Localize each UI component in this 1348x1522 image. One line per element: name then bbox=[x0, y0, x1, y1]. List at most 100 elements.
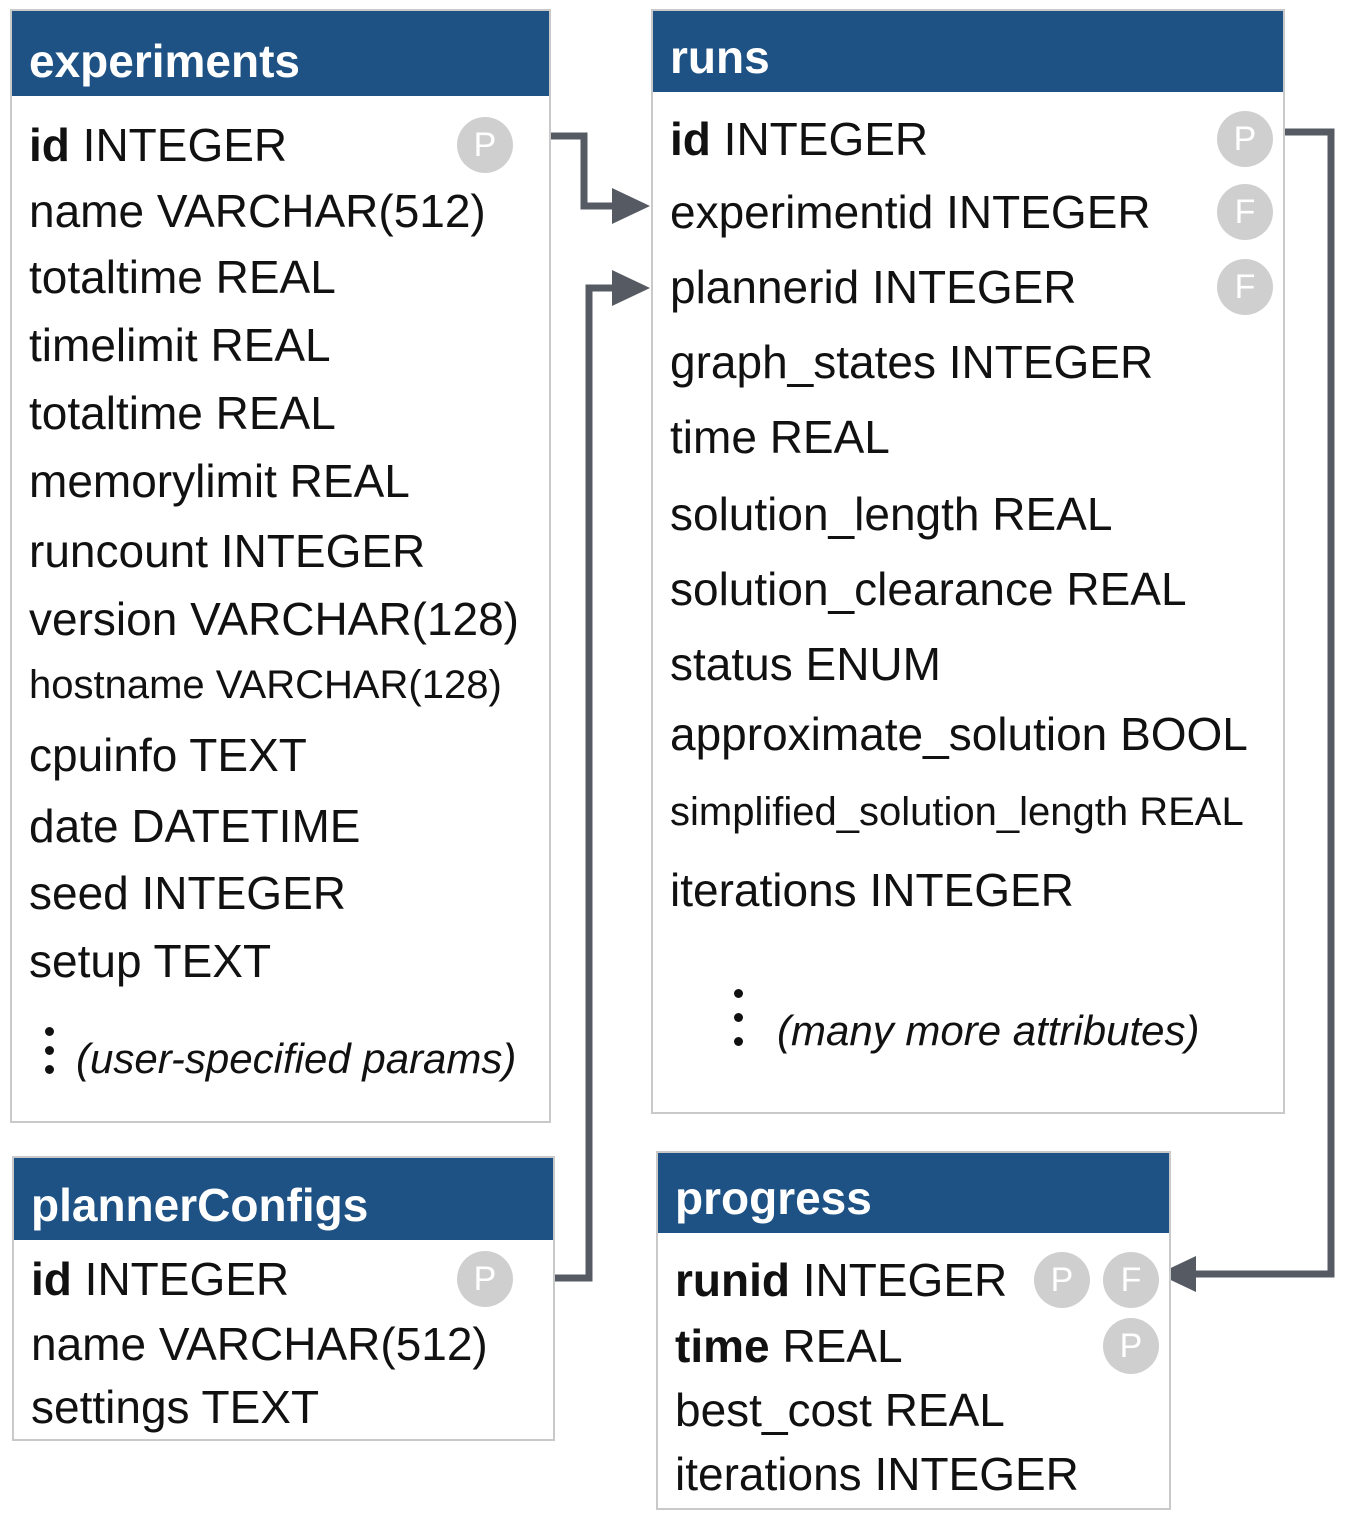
field-name: solution_clearance bbox=[670, 563, 1054, 615]
field-row-settings: settings TEXT bbox=[31, 1384, 319, 1430]
field-name: settings bbox=[31, 1381, 190, 1433]
field-type: ENUM bbox=[805, 638, 941, 690]
field-name: hostname bbox=[29, 663, 205, 707]
field-name: name bbox=[29, 185, 145, 237]
field-type: REAL bbox=[884, 1384, 1005, 1436]
field-type: VARCHAR(128) bbox=[190, 593, 519, 645]
ellipsis-dots bbox=[734, 989, 744, 1049]
field-type: REAL bbox=[1066, 563, 1187, 615]
field-name: id bbox=[670, 113, 711, 165]
field-row-totaltime: totaltime REAL bbox=[29, 390, 336, 436]
field-type: REAL bbox=[769, 411, 890, 463]
field-row-runid: runid INTEGER bbox=[675, 1257, 1007, 1303]
field-name: id bbox=[29, 119, 70, 171]
field-row-date: date DATETIME bbox=[29, 803, 360, 849]
field-name: plannerid bbox=[670, 261, 860, 313]
field-row-solution-clearance: solution_clearance REAL bbox=[670, 566, 1187, 612]
more-attributes-note: (user-specified params) bbox=[76, 1035, 517, 1082]
field-type: INTEGER bbox=[948, 336, 1154, 388]
field-row-time: time REAL bbox=[675, 1323, 903, 1369]
primary-key-badge-icon: P bbox=[1034, 1252, 1090, 1308]
field-name: iterations bbox=[670, 864, 857, 916]
field-name: timelimit bbox=[29, 319, 198, 371]
field-row-hostname: hostname VARCHAR(128) bbox=[29, 665, 502, 705]
field-row-seed: seed INTEGER bbox=[29, 870, 346, 916]
foreign-key-badge-icon: F bbox=[1103, 1252, 1159, 1308]
field-type: INTEGER bbox=[874, 1448, 1079, 1500]
field-type: REAL bbox=[992, 488, 1113, 540]
field-row-name: name VARCHAR(512) bbox=[29, 188, 486, 234]
field-row-totaltime: totaltime REAL bbox=[29, 254, 336, 300]
field-row-solution-length: solution_length REAL bbox=[670, 491, 1112, 537]
field-row-timelimit: timelimit REAL bbox=[29, 322, 331, 368]
field-type: INTEGER bbox=[84, 1253, 290, 1305]
field-row-graph-states: graph_states INTEGER bbox=[670, 339, 1153, 385]
primary-key-badge-icon: P bbox=[1103, 1318, 1159, 1374]
field-row-plannerid: plannerid INTEGER bbox=[670, 264, 1077, 310]
field-type: INTEGER bbox=[946, 186, 1151, 238]
field-type: INTEGER bbox=[802, 1254, 1008, 1306]
table-title: plannerConfigs bbox=[14, 1158, 553, 1240]
field-row-id: id INTEGER bbox=[29, 122, 287, 168]
field-type: INTEGER bbox=[872, 261, 1077, 313]
field-row-setup: setup TEXT bbox=[29, 938, 271, 984]
field-name: totaltime bbox=[29, 387, 203, 439]
table-experiments: experiments (user-specified params) id I… bbox=[10, 9, 551, 1123]
more-attributes-note: (many more attributes) bbox=[777, 1007, 1200, 1054]
foreign-key-badge-icon: F bbox=[1217, 184, 1273, 240]
connector-runs-to-progress bbox=[1190, 128, 1335, 1278]
field-type: REAL bbox=[210, 319, 331, 371]
field-row-iterations: iterations INTEGER bbox=[675, 1451, 1079, 1497]
table-title: runs bbox=[653, 11, 1283, 92]
field-name: approximate_solution bbox=[670, 708, 1108, 760]
field-name: name bbox=[31, 1318, 147, 1370]
field-name: graph_states bbox=[670, 336, 936, 388]
field-name: time bbox=[670, 411, 757, 463]
field-type: BOOL bbox=[1120, 708, 1248, 760]
field-row-version: version VARCHAR(128) bbox=[29, 596, 519, 642]
field-type: REAL bbox=[215, 387, 336, 439]
field-name: setup bbox=[29, 935, 142, 987]
field-name: solution_length bbox=[670, 488, 980, 540]
field-type: TEXT bbox=[153, 935, 272, 987]
field-name: iterations bbox=[675, 1448, 862, 1500]
field-row-memorylimit: memorylimit REAL bbox=[29, 458, 410, 504]
primary-key-badge-icon: P bbox=[457, 1251, 513, 1307]
field-type: INTEGER bbox=[141, 867, 346, 919]
field-name: id bbox=[31, 1253, 72, 1305]
field-type: TEXT bbox=[201, 1381, 320, 1433]
field-type: TEXT bbox=[189, 729, 307, 781]
field-row-runcount: runcount INTEGER bbox=[29, 528, 425, 574]
field-name: cpuinfo bbox=[29, 729, 178, 781]
field-type: VARCHAR(128) bbox=[215, 663, 502, 707]
field-row-best-cost: best_cost REAL bbox=[675, 1387, 1005, 1433]
field-type: VARCHAR(512) bbox=[158, 1318, 488, 1370]
field-type: REAL bbox=[215, 251, 336, 303]
field-name: runcount bbox=[29, 525, 209, 577]
ellipsis-dots bbox=[45, 1027, 55, 1077]
arrowhead-experimentid bbox=[612, 188, 650, 224]
primary-key-badge-icon: P bbox=[457, 117, 513, 173]
field-type: INTEGER bbox=[723, 113, 929, 165]
field-row-approximate-solution: approximate_solution BOOL bbox=[670, 711, 1248, 757]
field-row-time: time REAL bbox=[670, 414, 890, 460]
field-name: simplified_solution_length bbox=[670, 790, 1129, 834]
field-name: totaltime bbox=[29, 251, 203, 303]
foreign-key-badge-icon: F bbox=[1217, 259, 1273, 315]
primary-key-badge-icon: P bbox=[1217, 111, 1273, 167]
field-type: VARCHAR(512) bbox=[156, 185, 486, 237]
field-name: seed bbox=[29, 867, 129, 919]
field-name: date bbox=[29, 800, 119, 852]
arrowhead-runid bbox=[1158, 1256, 1196, 1292]
field-type: INTEGER bbox=[869, 864, 1074, 916]
table-title: experiments bbox=[12, 11, 549, 96]
field-row-experimentid: experimentid INTEGER bbox=[670, 189, 1151, 235]
field-name: status bbox=[670, 638, 793, 690]
field-name: best_cost bbox=[675, 1384, 872, 1436]
field-row-id: id INTEGER bbox=[670, 116, 928, 162]
field-type: REAL bbox=[289, 455, 410, 507]
field-row-name: name VARCHAR(512) bbox=[31, 1321, 488, 1367]
field-type: REAL bbox=[782, 1320, 903, 1372]
field-name: time bbox=[675, 1320, 770, 1372]
